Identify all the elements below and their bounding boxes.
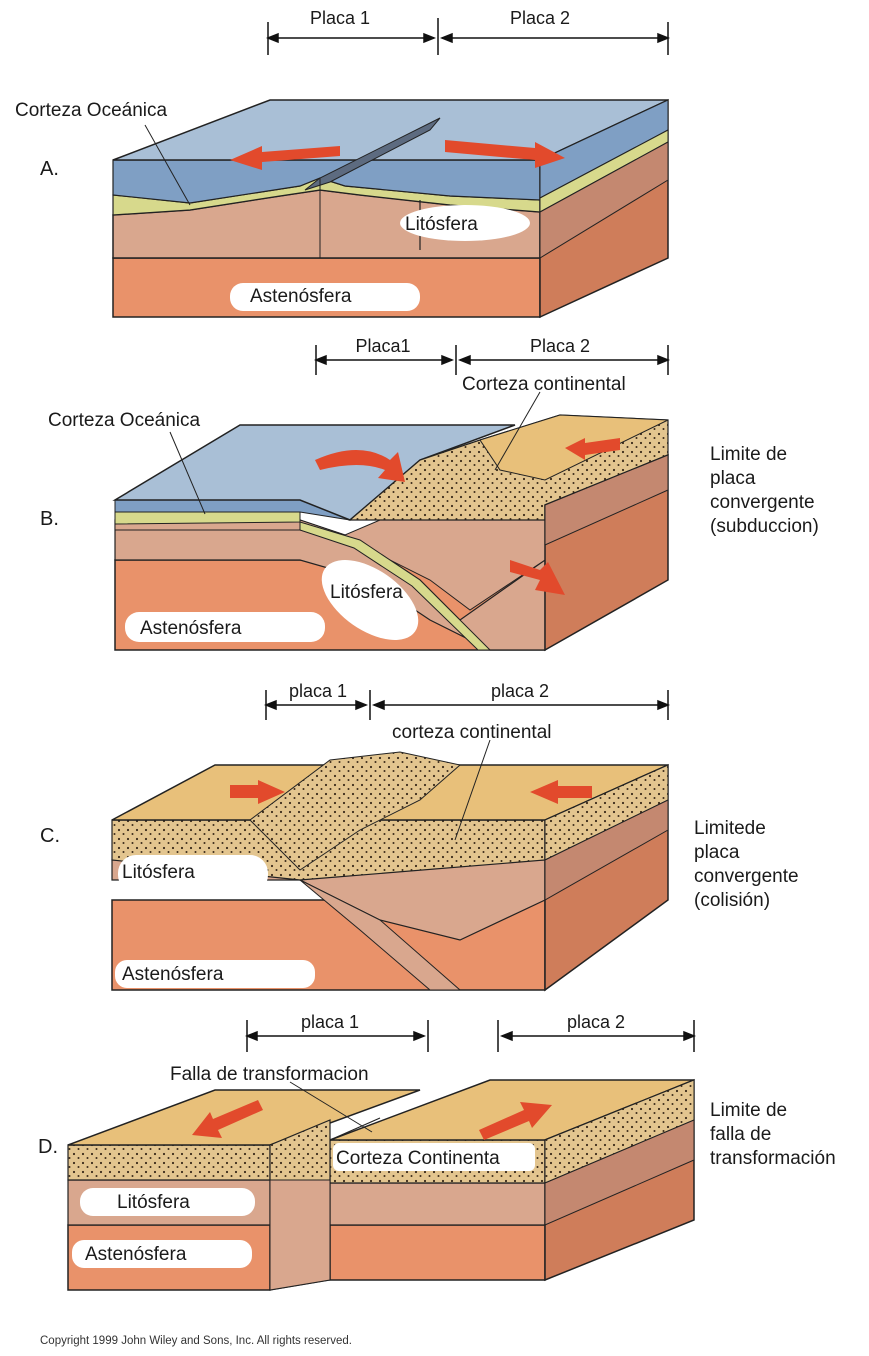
lithosphere-label: Litósfera xyxy=(405,214,478,235)
right-lithosphere xyxy=(330,1183,545,1225)
panel-letter: D. xyxy=(38,1136,58,1158)
boundary-type-line: Limite de xyxy=(710,1100,787,1121)
asthenosphere-label: Astenósfera xyxy=(122,964,224,985)
boundary-type-line: Limite de xyxy=(710,444,787,465)
boundary-type-line: falla de xyxy=(710,1124,771,1145)
transform-fault-label: Falla de transformacion xyxy=(170,1064,369,1085)
panel-b: Placa1 Placa 2 Corteza continental Corte… xyxy=(40,336,819,656)
plate2-label: placa 2 xyxy=(567,1012,625,1032)
boundary-type-line: Limitede xyxy=(694,818,766,839)
boundary-type-line: convergente xyxy=(694,866,799,887)
left-crust xyxy=(68,1145,270,1180)
continental-crust-label: Corteza continental xyxy=(462,374,626,395)
lithosphere-label: Litósfera xyxy=(330,582,403,603)
lithosphere-label: Litósfera xyxy=(117,1192,190,1213)
lithosphere-label: Litósfera xyxy=(122,862,195,883)
fault-face-lower xyxy=(270,1180,330,1290)
plate1-label: placa 1 xyxy=(301,1012,359,1032)
oceanic-crust-label: Corteza Oceánica xyxy=(48,410,201,431)
continental-crust-label: Corteza Continenta xyxy=(336,1148,500,1169)
panel-letter: B. xyxy=(40,508,59,530)
plate2-label: Placa 2 xyxy=(530,336,590,356)
plate2-label: Placa 2 xyxy=(510,8,570,28)
panel-letter: C. xyxy=(40,825,60,847)
panel-d: placa 1 placa 2 Falla de transformacion … xyxy=(38,1012,836,1290)
continental-crust-label: corteza continental xyxy=(392,722,552,743)
plate1-label: Placa1 xyxy=(355,336,410,356)
panel-c: placa 1 placa 2 corteza continental C. L… xyxy=(40,681,799,990)
boundary-type-line: placa xyxy=(710,468,756,489)
boundary-type-line: transformación xyxy=(710,1148,836,1169)
boundary-type-line: (subduccion) xyxy=(710,516,819,537)
plate2-label: placa 2 xyxy=(491,681,549,701)
boundary-type-line: placa xyxy=(694,842,740,863)
plate1-label: placa 1 xyxy=(289,681,347,701)
copyright-notice: Copyright 1999 John Wiley and Sons, Inc.… xyxy=(40,1335,352,1347)
asthenosphere-label: Astenósfera xyxy=(250,286,352,307)
boundary-type-line: convergente xyxy=(710,492,815,513)
oceanic-crust-band xyxy=(115,512,300,524)
panel-a: Placa 1 Placa 2 Corteza Oceánica A. Litó… xyxy=(15,8,668,317)
asthenosphere-label: Astenósfera xyxy=(140,618,242,639)
oceanic-crust-label: Corteza Oceánica xyxy=(15,100,168,121)
asthenosphere-label: Astenósfera xyxy=(85,1244,187,1265)
plate1-label: Placa 1 xyxy=(310,8,370,28)
boundary-type-line: (colisión) xyxy=(694,890,770,911)
right-asthenosphere xyxy=(330,1225,545,1280)
panel-letter: A. xyxy=(40,158,59,180)
